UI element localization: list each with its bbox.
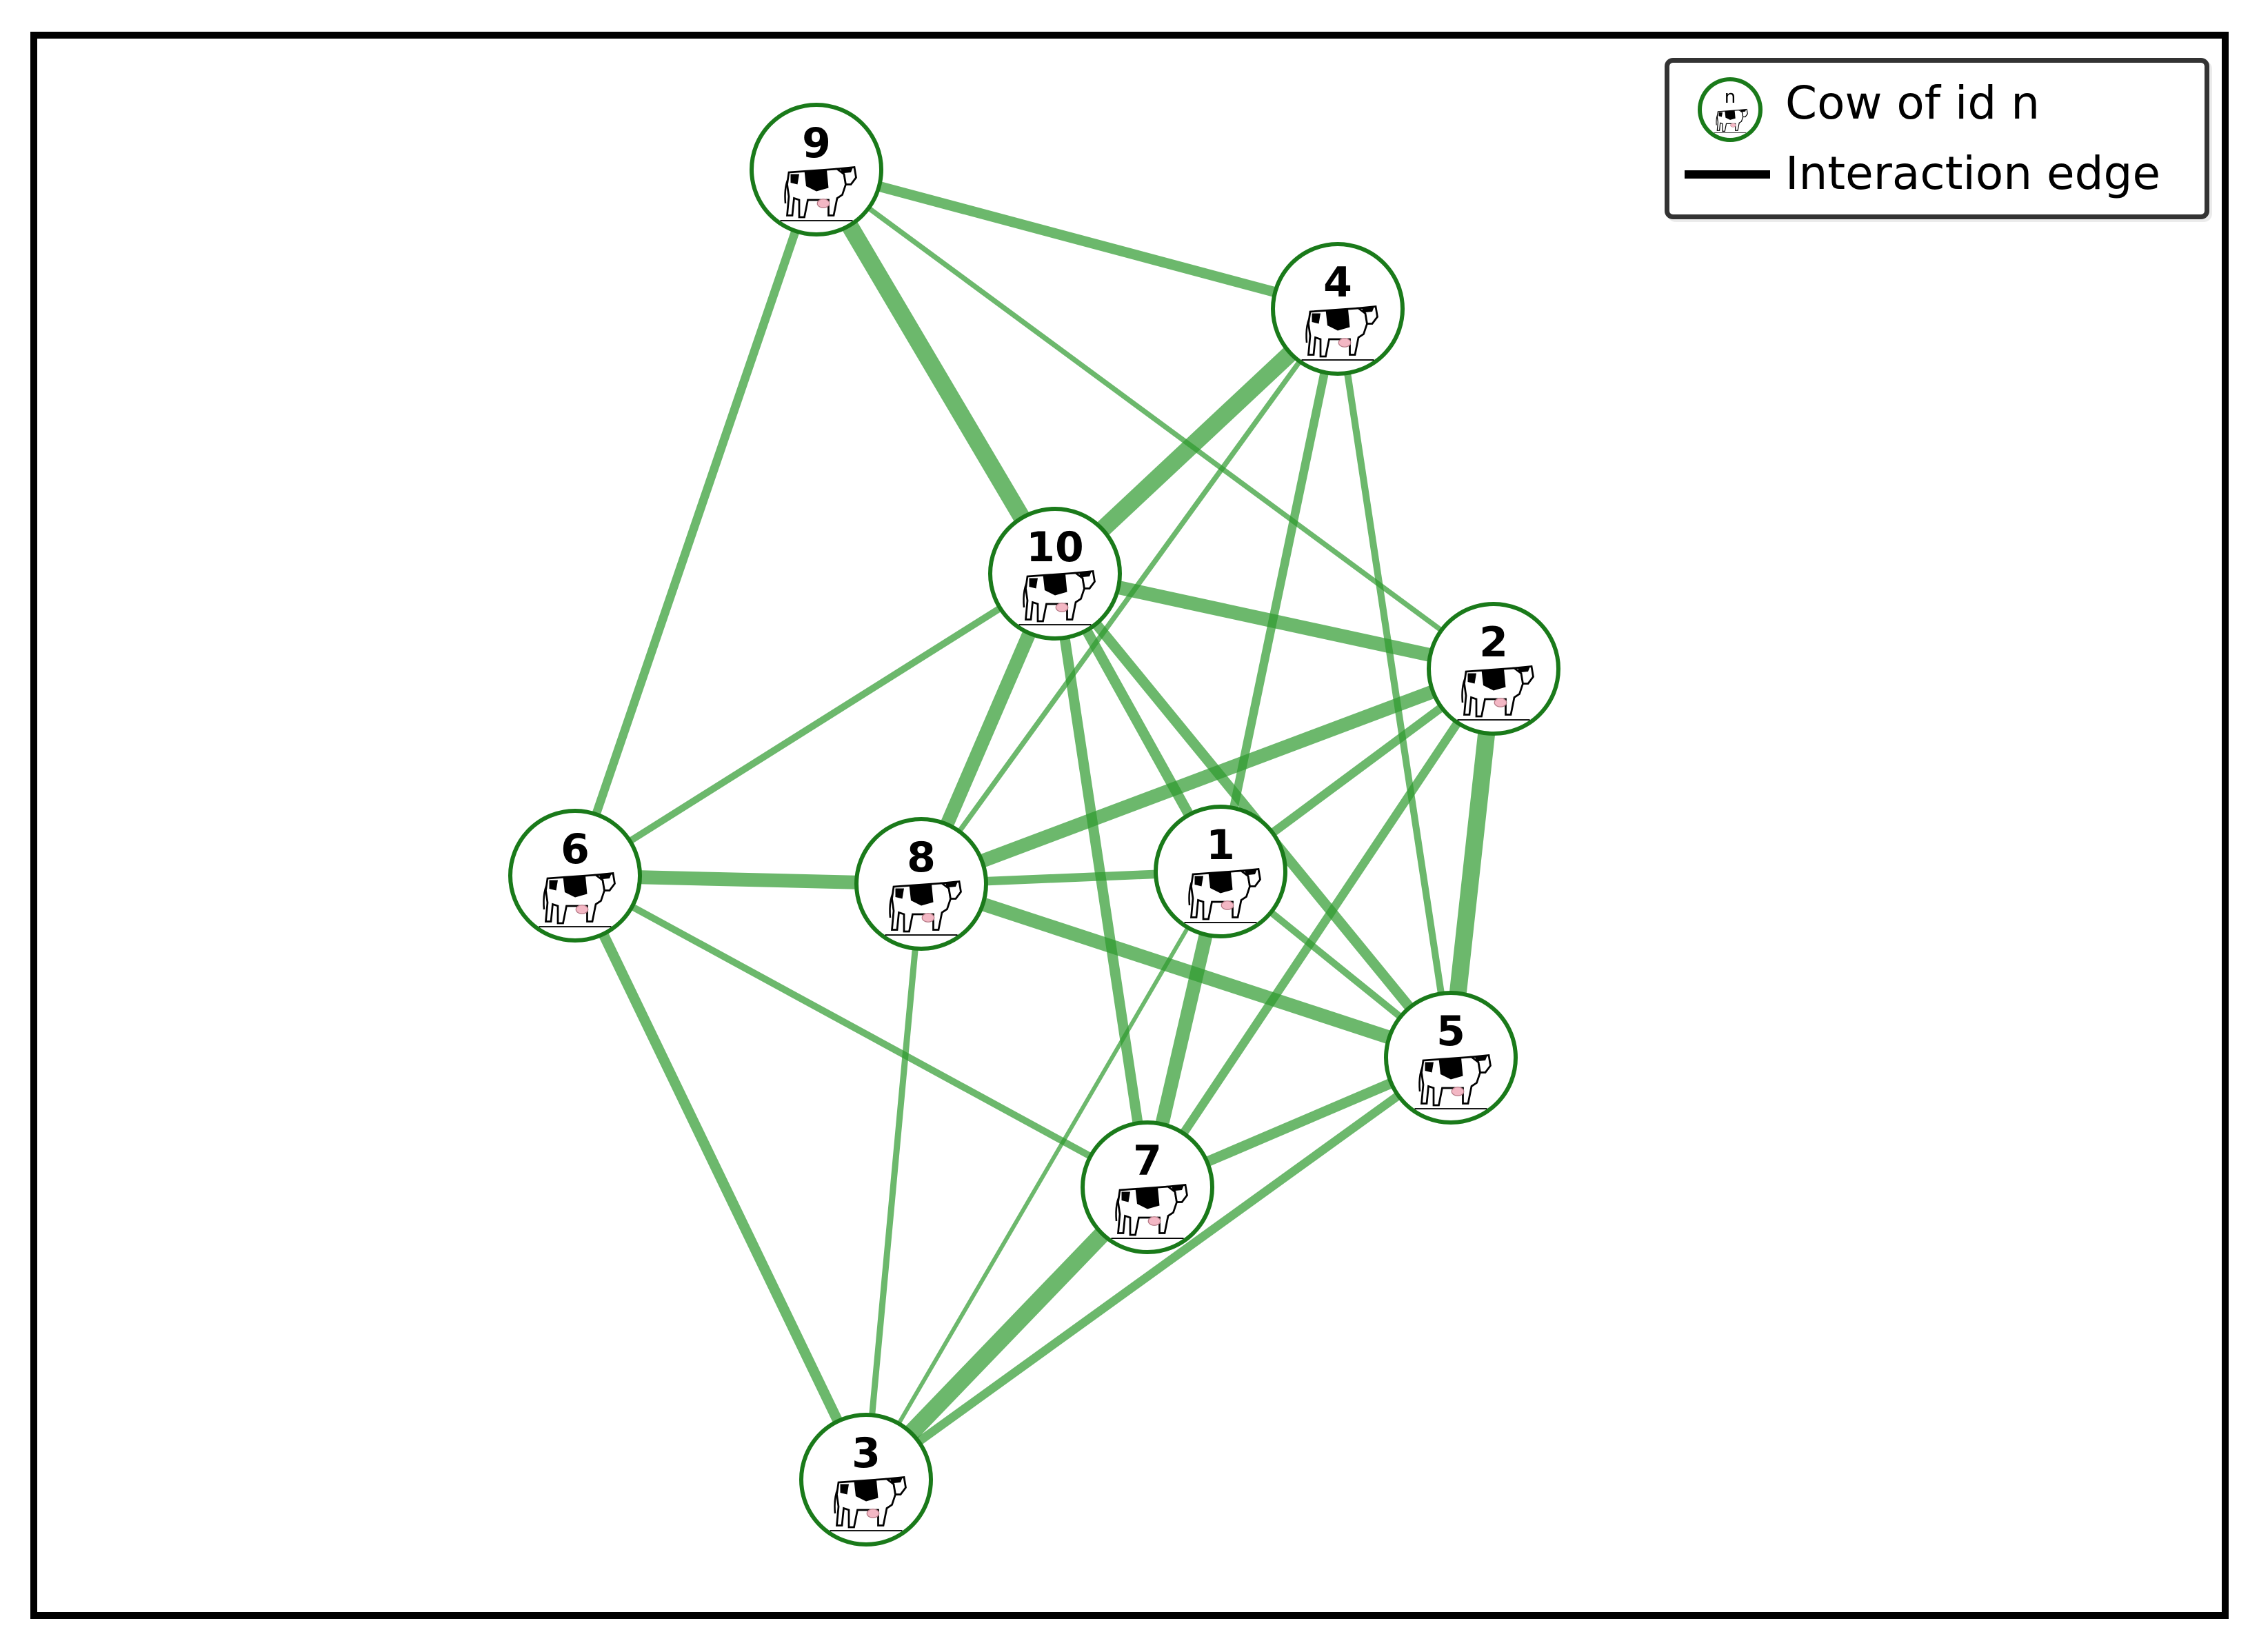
edge-10-2 xyxy=(1053,567,1496,676)
edge-5-3 xyxy=(863,1054,1454,1484)
legend: n Cow of id n Interaction edge xyxy=(1665,58,2209,219)
edge-4-5 xyxy=(1334,308,1454,1058)
edge-6-3 xyxy=(570,873,871,1482)
node-label-7: 7 xyxy=(1133,1137,1162,1185)
node-cow-2[interactable]: 2 xyxy=(1427,602,1560,736)
node-label-6: 6 xyxy=(561,825,590,874)
node-cow-8[interactable]: 8 xyxy=(854,817,988,951)
cow-node-icon: n xyxy=(1698,77,1763,142)
edge-1-3 xyxy=(864,870,1223,1481)
plot-frame xyxy=(30,32,2229,1619)
edge-9-6 xyxy=(571,168,821,878)
node-cow-6[interactable]: 6 xyxy=(508,809,642,943)
edge-4-1 xyxy=(1216,308,1343,873)
node-label-9: 9 xyxy=(802,119,831,168)
node-cow-9[interactable]: 9 xyxy=(750,103,883,236)
node-cow-10[interactable]: 10 xyxy=(988,507,1122,641)
legend-item-cow: n Cow of id n xyxy=(1669,70,2205,142)
edge-9-4 xyxy=(815,164,1339,314)
node-cow-5[interactable]: 5 xyxy=(1384,991,1518,1125)
node-label-5: 5 xyxy=(1436,1007,1465,1056)
edge-6-7 xyxy=(573,872,1149,1191)
edge-8-3 xyxy=(863,883,925,1480)
edge-2-8 xyxy=(918,662,1496,891)
legend-line-swatch xyxy=(1685,170,1770,179)
node-label-8: 8 xyxy=(907,834,936,882)
node-cow-1[interactable]: 1 xyxy=(1154,805,1287,938)
edge-2-7 xyxy=(1143,666,1498,1190)
node-label-2: 2 xyxy=(1479,618,1508,667)
edge-7-3 xyxy=(859,1181,1154,1486)
node-label-10: 10 xyxy=(1026,523,1084,572)
node-label-4: 4 xyxy=(1323,259,1352,307)
legend-label-edge: Interaction edge xyxy=(1785,147,2161,200)
legend-label-cow: Cow of id n xyxy=(1785,77,2040,130)
edge-10-6 xyxy=(573,570,1057,879)
legend-node-text: n xyxy=(1725,87,1736,108)
node-cow-4[interactable]: 4 xyxy=(1271,242,1405,376)
legend-item-edge: Interaction edge xyxy=(1669,140,2205,209)
nodes-layer: 9 4 10 2 6 8 1 5 7 3 xyxy=(508,103,1560,1547)
node-label-1: 1 xyxy=(1206,821,1235,869)
node-label-3: 3 xyxy=(852,1429,881,1478)
node-cow-7[interactable]: 7 xyxy=(1081,1120,1214,1254)
edge-8-5 xyxy=(918,877,1454,1065)
edge-9-10 xyxy=(809,165,1063,578)
node-cow-3[interactable]: 3 xyxy=(799,1413,933,1547)
